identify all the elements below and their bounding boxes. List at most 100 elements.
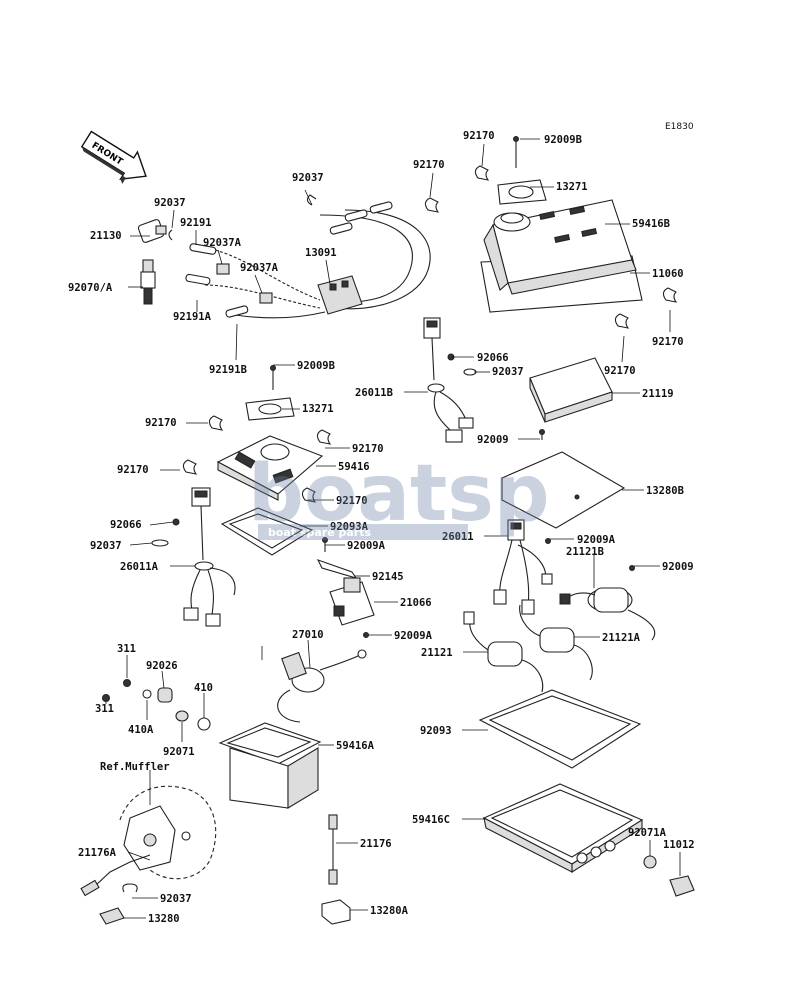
gasket-92093 [478,689,642,769]
front-arrow-icon: FRONT [80,130,147,184]
ref-muffler-label: Ref.Muffler [100,761,170,773]
label-92066: 92066 [477,352,509,364]
label-92009: 92009 [477,434,509,446]
label-92170: 92170 [336,495,368,507]
watermark-sub: boat spare parts [268,526,371,539]
diagram-code: E1830 [665,122,694,132]
label-92170: 92170 [652,336,684,348]
label-26011: 26011 [442,531,474,543]
harness-26011A [151,487,236,627]
case-59416A [218,722,322,809]
label-21121A: 21121A [602,632,641,644]
label-59416B: 59416B [632,218,670,230]
label-92037: 92037 [292,172,324,184]
label-11012: 11012 [663,839,695,851]
label-92145: 92145 [372,571,404,583]
label-311: 311 [117,643,136,655]
label-92093A: 92093A [330,521,369,533]
clamps-92037A [168,194,317,304]
coil-21121 [463,611,544,693]
relay-21066 [329,577,375,626]
pad-13280A [321,899,351,925]
label-13091: 13091 [305,247,337,259]
label-26011A: 26011A [120,561,159,573]
watermark-main: boatsp [248,449,550,539]
label-92009A: 92009A [347,540,386,552]
label-21176A: 21176A [78,847,117,859]
label-21176: 21176 [360,838,392,850]
label-21121: 21121 [421,647,453,659]
gasket-13271-top [497,179,547,205]
label-92037: 92037 [160,893,192,905]
label-92009B: 92009B [297,360,335,372]
harness-26011B [423,317,477,443]
label-92009: 92009 [662,561,694,573]
label-92037A: 92037A [240,262,279,274]
pad-13280B [501,451,626,529]
ignitor-21119 [529,357,613,440]
gasket-13271-mid [245,397,295,421]
label-92071: 92071 [163,746,195,758]
label-92191A: 92191A [173,311,212,323]
label-92071A: 92071A [628,827,667,839]
label-11060: 11060 [652,268,684,280]
label-13280B: 13280B [646,485,684,497]
label-59416A: 59416A [336,740,375,752]
part-labels: 92170 92009B 13271 92170 59416B 11060 92… [68,130,695,925]
label-92026: 92026 [146,660,178,672]
clip-92170-c [662,287,678,303]
starter-relay-27010 [277,632,369,723]
label-21130: 21130 [90,230,122,242]
grommet-11012 [669,875,695,897]
bolt-92009B-mid [270,365,276,390]
label-13280A: 13280A [370,905,409,917]
watermark: boatsp boat spare parts [248,449,550,540]
label-92070A: 92070/A [68,282,113,294]
bolt-92009B-top [513,136,519,168]
label-92170: 92170 [352,443,384,455]
clip-92170-top [474,165,490,181]
label-92170: 92170 [145,417,177,429]
cover-59416 [216,435,324,501]
label-311: 311 [95,703,114,715]
label-92093: 92093 [420,725,452,737]
label-27010: 27010 [292,629,324,641]
muffler-reference [80,785,217,925]
gasket-92093A [220,507,314,556]
leader-lines [105,138,681,919]
label-92191B: 92191B [209,364,247,376]
label-21119: 21119 [642,388,674,400]
harness-26011 [493,519,553,615]
label-92066: 92066 [110,519,142,531]
label-92009B: 92009B [544,134,582,146]
label-92170: 92170 [117,464,149,476]
hardware-small [102,679,211,731]
cover-59416B [480,199,643,313]
label-13271: 13271 [302,403,334,415]
fitting-21130 [137,219,167,243]
label-59416C: 59416C [412,814,450,826]
case-59416C [482,783,644,873]
clip-92170-f [182,415,332,503]
spark-plug-92070A [140,259,156,305]
label-410: 410 [194,682,213,694]
label-92037: 92037 [492,366,524,378]
label-13280: 13280 [148,913,180,925]
label-92037: 92037 [154,197,186,209]
tubes-92191 [185,201,393,318]
label-92191: 92191 [180,217,212,229]
hose-assembly-13091 [204,209,431,319]
label-21121B: 21121B [566,546,604,558]
label-21066: 21066 [400,597,432,609]
label-92170: 92170 [463,130,495,142]
label-59416: 59416 [338,461,370,473]
label-92037: 92037 [90,540,122,552]
sensor-21176 [328,814,338,885]
label-92009A: 92009A [577,534,616,546]
label-92170: 92170 [604,365,636,377]
clip-92170-b [424,197,440,213]
label-410A: 410A [128,724,154,736]
label-13271: 13271 [556,181,588,193]
label-26011B: 26011B [355,387,393,399]
